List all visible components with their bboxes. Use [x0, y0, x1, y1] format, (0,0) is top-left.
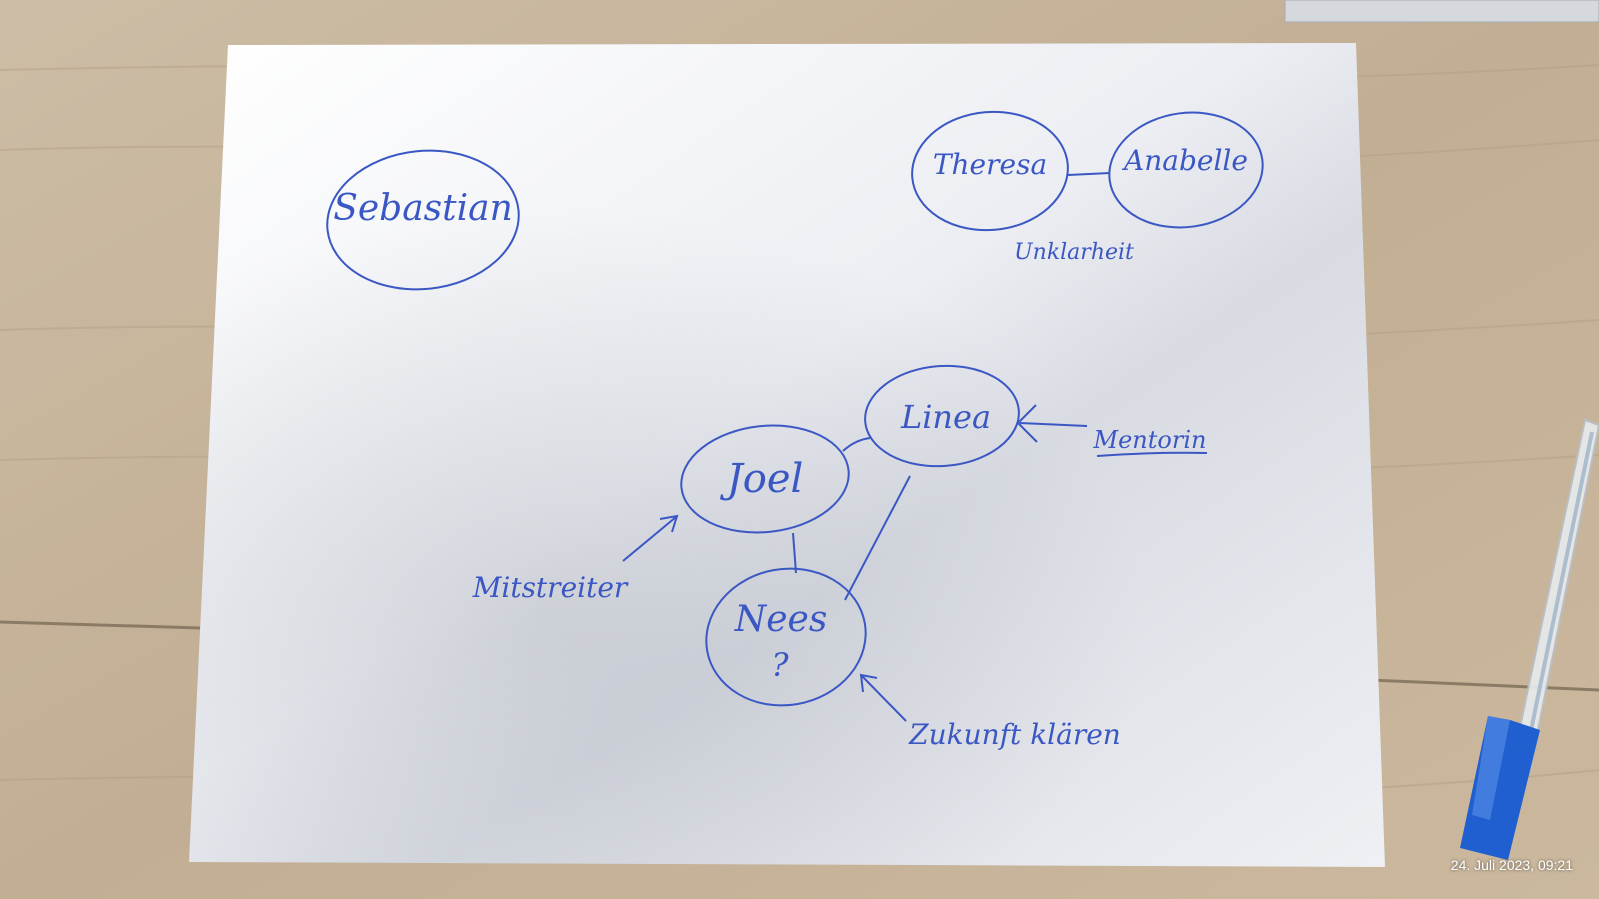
table-seam [1369, 678, 1599, 692]
theresa-label: Theresa [933, 148, 1047, 181]
sebastian-circle [326, 149, 520, 291]
paper-shadow [189, 43, 1385, 867]
linea-nees-line [844, 475, 911, 601]
nees-circle [705, 567, 867, 707]
joel-circle [680, 424, 850, 534]
mitstreiter-label: Mitstreiter [472, 571, 629, 604]
nees-question-mark: ? [771, 646, 789, 684]
mentorin-arrow [1016, 404, 1088, 443]
annabelle-circle [1108, 111, 1264, 229]
linea-circle [864, 364, 1020, 468]
zukunft-arrow [859, 673, 907, 722]
joel-linea-line [842, 437, 871, 452]
sebastian-label: Sebastian [333, 188, 513, 229]
zukunft-label: Zukunft klären [908, 718, 1121, 751]
theresa-circle [911, 110, 1069, 232]
joel-label: Joel [720, 456, 804, 502]
photo-timestamp: 24. Juli 2023, 09:21 [1450, 857, 1573, 873]
ballpoint-pen [1460, 418, 1599, 860]
mentorin-label: Mentorin [1093, 426, 1207, 454]
table-seam [0, 620, 201, 630]
annabelle-label: Anabelle [1121, 144, 1248, 177]
linea-label: Linea [900, 398, 991, 436]
joel-nees-line [792, 532, 797, 574]
nees-label: Nees [734, 599, 828, 640]
ruler [1284, 0, 1599, 23]
mitstreiter-arrow [622, 514, 679, 562]
unklarheit-label: Unklarheit [1014, 240, 1134, 265]
mentorin-underline [1096, 451, 1208, 457]
theresa-annabelle-line [1067, 172, 1111, 176]
